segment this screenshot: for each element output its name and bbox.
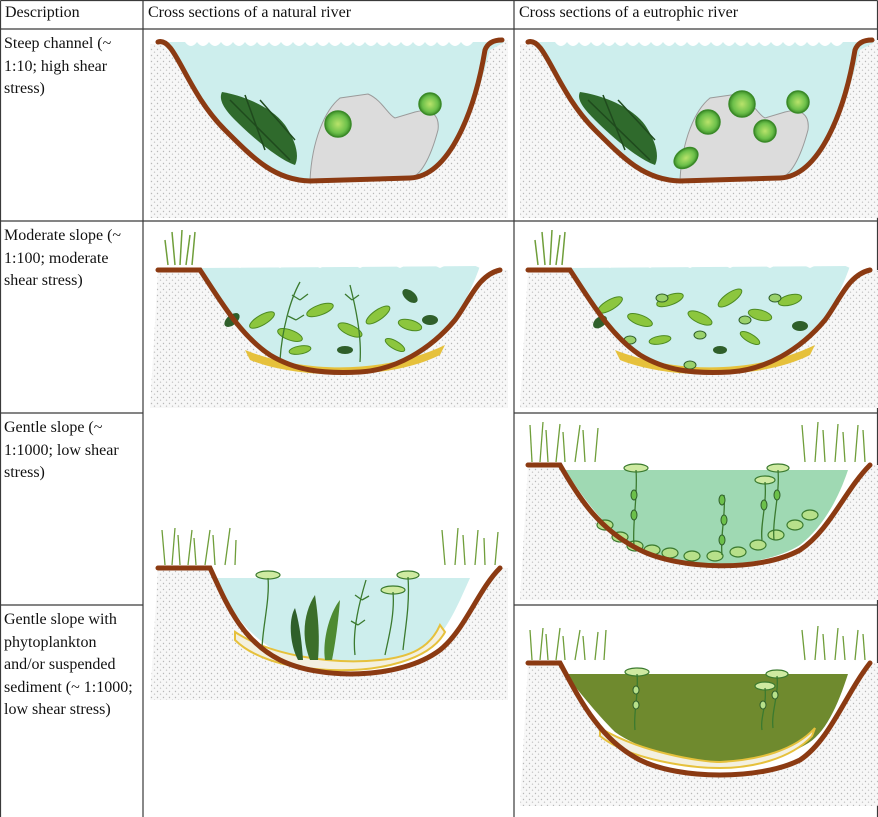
riparian-reeds [162, 528, 498, 565]
riparian-reeds [530, 626, 865, 660]
water-surface-ripple [200, 258, 480, 268]
water-surface-ripple [185, 34, 485, 46]
submerged-plants [165, 230, 195, 265]
phytoplankton-cell [325, 111, 351, 137]
water-surface-ripple [570, 258, 850, 268]
riparian-reeds [530, 422, 865, 462]
phytoplankton-cell [696, 110, 720, 134]
phytoplankton-cell [729, 91, 755, 117]
phytoplankton-cell [787, 91, 809, 113]
water-surface-ripple [555, 34, 855, 46]
phytoplankton-cell [754, 120, 776, 142]
steep-channel-eutrophic-scene [520, 34, 878, 218]
steep-channel-natural-scene [150, 34, 508, 218]
moderate-slope-natural-scene [150, 230, 508, 408]
moderate-slope-eutrophic-scene [520, 230, 878, 408]
gentle-slope-phytoplankton-eutrophic-scene [520, 626, 878, 806]
phytoplankton-cell [419, 93, 441, 115]
gentle-slope-eutrophic-scene [520, 422, 878, 600]
gentle-slope-natural-scene [150, 528, 508, 700]
